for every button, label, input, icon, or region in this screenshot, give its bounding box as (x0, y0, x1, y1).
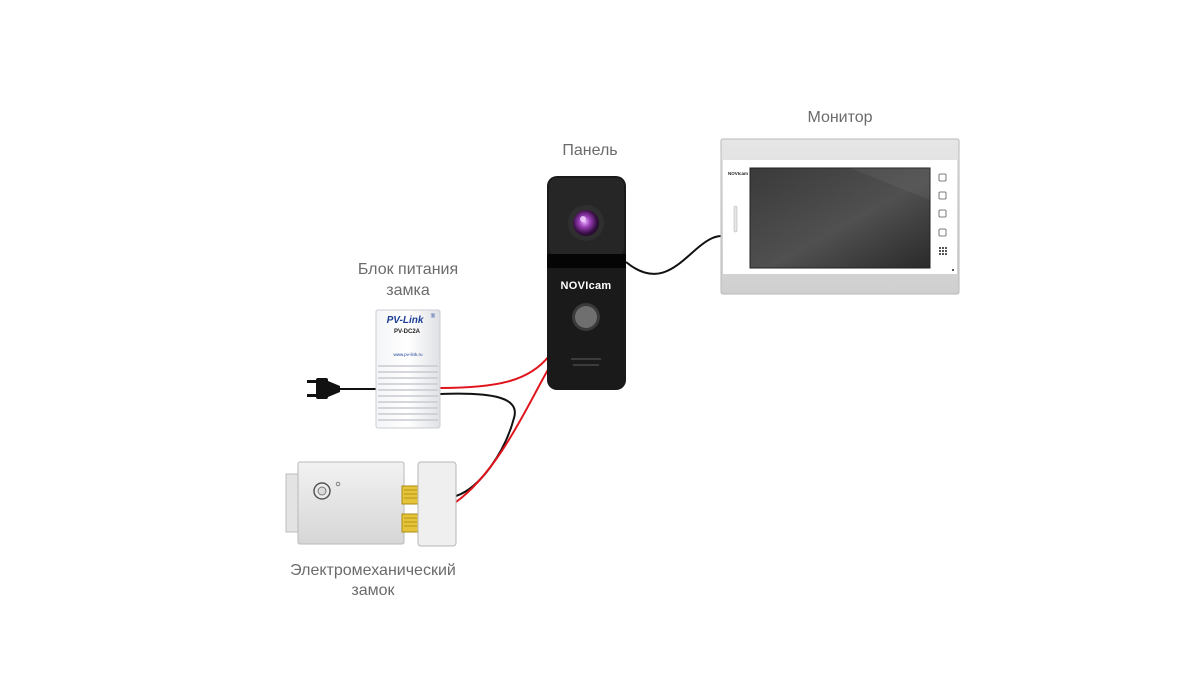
psu-model: PV-DC2A (394, 329, 421, 335)
monitor-mic-slot (733, 205, 738, 233)
monitor-brand: NOVIcam (728, 171, 748, 176)
monitor-screen (749, 167, 931, 269)
monitor-button-1-icon (938, 173, 947, 182)
monitor: NOVIcam (720, 138, 960, 295)
panel-label: Панель (562, 142, 618, 159)
lock-bolt (401, 485, 420, 505)
lock-label-line1: Электромеханический (290, 562, 456, 579)
call-button-icon (575, 306, 597, 328)
monitor-led (952, 269, 954, 271)
monitor-button-3-icon (938, 209, 947, 218)
panel-brand: NOVIcam (560, 280, 611, 292)
psu-brand-mark: ® (431, 313, 436, 320)
camera-lens-icon (573, 210, 599, 236)
wire-panel-monitor (625, 235, 723, 275)
lock-strike-plate (417, 461, 457, 547)
electromechanical-lock (285, 461, 457, 547)
wire-red-panel-lock (455, 367, 550, 503)
monitor-button-2-icon (938, 191, 947, 200)
monitor-label: Монитор (807, 109, 873, 126)
psu-brand: PV-Link (387, 315, 424, 326)
wires (340, 235, 723, 503)
call-panel: NOVIcam (547, 176, 626, 390)
psu-label-line2: замка (386, 282, 430, 299)
lock-label-line2: замок (351, 582, 395, 599)
monitor-keypad-icon (939, 247, 947, 255)
monitor-button-4-icon (938, 228, 947, 237)
speaker-grille (571, 358, 601, 360)
lock-latch (401, 513, 420, 533)
psu-label-line1: Блок питания (357, 261, 459, 278)
wire-red-psu-panel (439, 355, 550, 389)
lock-power-supply: PV-Link ® PV-DC2A www.pv-link.ru (375, 309, 441, 429)
power-plug-icon (307, 378, 340, 399)
psu-url: www.pv-link.ru (393, 352, 423, 357)
